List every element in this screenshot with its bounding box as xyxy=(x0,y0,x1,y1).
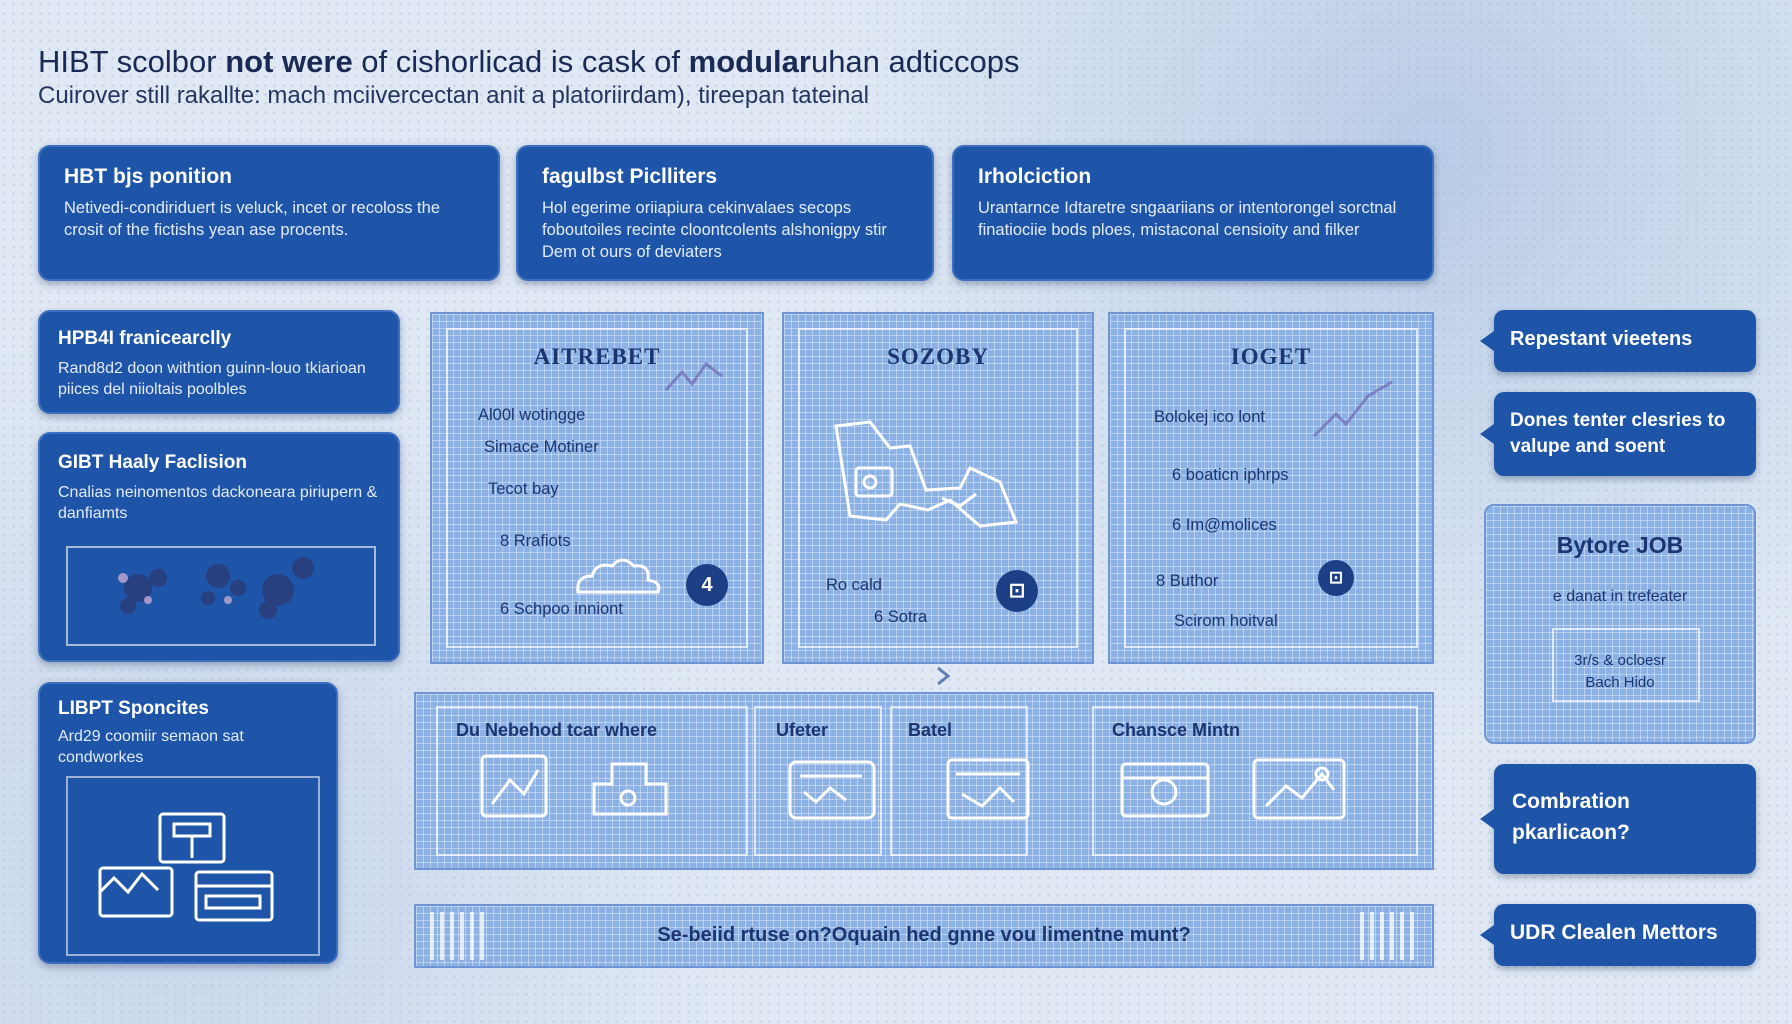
bytore-job-inner-frame xyxy=(1552,628,1700,702)
column-item: 6 boaticn iphrps xyxy=(1172,466,1289,484)
left-box-text: Ard29 coomiir semaon sat condworkes xyxy=(58,728,244,766)
page-subtitle: Cuirover still rakallte: mach mciivercec… xyxy=(38,82,869,109)
stage-diagrams-icon xyxy=(480,754,1346,820)
callout-combination[interactable]: Combration pkarlicaon? xyxy=(1480,764,1756,874)
column-item: Ro cald xyxy=(826,576,882,594)
top-box-title: HBT bjs ponition xyxy=(64,165,232,188)
column-panel-ioget[interactable]: IOGET Bolokej ico lont 6 boaticn iphrps … xyxy=(1108,312,1434,664)
left-box-framework[interactable]: HPB4I franicearclly Rand8d2 doon withtio… xyxy=(38,310,400,414)
bytore-job-line: e danat in trefeater xyxy=(1552,588,1688,605)
footer-stripes-left xyxy=(430,912,488,960)
stage-label: Chansce Mintn xyxy=(1112,720,1241,740)
modules-blocks-icon xyxy=(98,812,274,922)
column-panel-attribute[interactable]: AITREBET Al00l wotingge Simace Motiner T… xyxy=(430,312,764,664)
column-item: 8 Rrafiots xyxy=(500,532,571,550)
bottom-stages-panel[interactable]: Du Nebehod tcar where Ufeter Batel Chans… xyxy=(414,692,1434,870)
particles-illustration-icon xyxy=(118,557,314,619)
left-box-facilitation[interactable]: GIBT Haaly Faclision Cnalias neinomentos… xyxy=(38,432,400,662)
stage-label: Ufeter xyxy=(776,720,829,740)
column-badge-icon: ⊡ xyxy=(996,570,1038,612)
panel-inner-frame xyxy=(1124,328,1418,648)
column-item: 6 Im@molices xyxy=(1172,516,1277,534)
top-box-introduction[interactable]: Irholciction Urantarnce Idtaretre sngaar… xyxy=(952,145,1434,281)
bytore-job-line: Bach Hido xyxy=(1585,674,1655,691)
question-footer-bar[interactable]: Se-beiid rtuse on?Oquain hed gnne vou li… xyxy=(414,904,1434,968)
top-box-title: fagulbst Piclliters xyxy=(542,165,718,188)
footer-question-text: Se-beiid rtuse on?Oquain hed gnne vou li… xyxy=(657,924,1191,946)
column-title: IOGET xyxy=(1230,344,1312,369)
left-box-illustration-frame xyxy=(66,776,320,956)
callout-representative-views[interactable]: Repestant vieetens xyxy=(1480,310,1756,372)
panel-inner-frame xyxy=(446,328,748,648)
stage-label: Batel xyxy=(908,720,953,740)
scribble-decoration-icon xyxy=(1312,380,1393,438)
column-panel-sozoby[interactable]: SOZOBY Ro cald 6 Sotra ⊡ xyxy=(782,312,1094,664)
stage-frame xyxy=(1092,706,1418,856)
column-item: Al00l wotingge xyxy=(478,406,586,424)
page-title: HIBT scolbor not were of cishorlicad is … xyxy=(38,44,1020,79)
top-box-text: Hol egerime oriiapiura cekinvalaes secop… xyxy=(542,199,887,261)
column-item: Tecot bay xyxy=(488,480,559,498)
panel-inner-frame xyxy=(798,328,1078,648)
left-box-title: GIBT Haaly Faclision xyxy=(58,452,247,473)
stage-frame xyxy=(436,706,748,856)
callout-udr-clealen-mettors[interactable]: UDR Clealen Mettors xyxy=(1480,904,1756,966)
column-item: Bolokej ico lont xyxy=(1154,408,1265,426)
chevron-right-icon xyxy=(937,666,951,686)
top-box-pilliters[interactable]: fagulbst Piclliters Hol egerime oriiapiu… xyxy=(516,145,934,281)
column-item: 6 Schpoo inniont xyxy=(500,600,623,618)
column-item: Scirom hoitval xyxy=(1174,612,1278,630)
left-box-title: HPB4I franicearclly xyxy=(58,328,232,349)
footer-stripes-right xyxy=(1360,912,1418,960)
left-box-title: LIBPT Sponcites xyxy=(58,698,209,719)
top-box-position[interactable]: HBT bjs ponition Netivedi-condiriduert i… xyxy=(38,145,500,281)
column-item: 6 Sotra xyxy=(874,608,928,626)
left-box-illustration-frame xyxy=(66,546,376,646)
cloud-sketch-icon xyxy=(576,558,661,594)
stage-frame xyxy=(754,706,882,856)
top-box-title: Irholciction xyxy=(978,165,1092,188)
bytore-job-title: Bytore JOB xyxy=(1556,532,1684,558)
stage-label: Du Nebehod tcar where xyxy=(456,720,658,740)
column-title: SOZOBY xyxy=(887,344,989,369)
column-badge-icon: ⊡ xyxy=(1318,560,1354,596)
left-box-specifics[interactable]: LIBPT Sponcites Ard29 coomiir semaon sat… xyxy=(38,682,338,964)
column-badge-icon: 4 xyxy=(686,564,728,606)
column-item: 8 Buthor xyxy=(1156,572,1219,590)
column-title: AITREBET xyxy=(533,344,661,369)
callout-dones-tenter[interactable]: Dones tenter clesries to valupe and soen… xyxy=(1480,392,1756,476)
left-box-text: Cnalias neinomentos dackoneara piriupern… xyxy=(58,484,378,522)
top-box-text: Netivedi-condiriduert is veluck, incet o… xyxy=(64,199,440,239)
top-box-text: Urantarnce Idtaretre sngaariians or inte… xyxy=(978,199,1397,239)
column-item: Simace Motiner xyxy=(484,438,599,456)
callout-bytore-job-card[interactable]: Bytore JOB e danat in trefeater 3r/s & o… xyxy=(1484,504,1756,744)
bytore-job-line: 3r/s & ocloesr xyxy=(1574,652,1666,669)
left-box-text: Rand8d2 doon withtion guinn-louo tkiario… xyxy=(58,360,366,398)
scribble-decoration-icon xyxy=(664,361,723,391)
network-map-sketch-icon xyxy=(834,420,1019,528)
